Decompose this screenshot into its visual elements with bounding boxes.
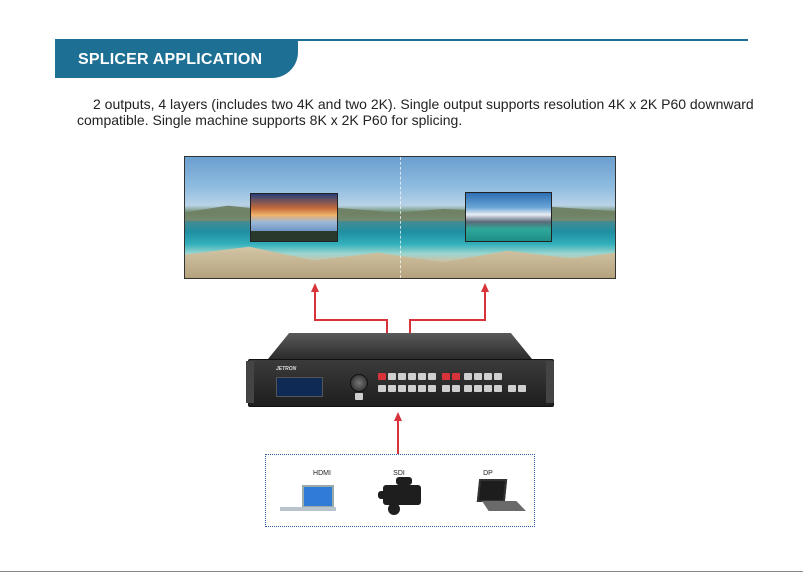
source-label-dp: DP [483,470,493,477]
device-button [378,373,386,380]
arrow-line [314,319,387,321]
section-title-tab: SPLICER APPLICATION [55,41,298,78]
device-button [428,385,436,392]
splice-divider [400,157,401,278]
splicer-device-image: JETRON [246,333,554,407]
section-description-block: 2 outputs, 4 layers (includes two 4K and… [77,96,757,128]
device-button [428,373,436,380]
device-brand-label: JETRON [276,366,297,372]
device-button [494,385,502,392]
arrow-up-icon [394,412,402,421]
arrow-line [409,319,411,334]
device-button [418,385,426,392]
rack-ear-right [546,361,554,403]
source-label-sdi: SDI [393,470,405,477]
device-button [452,373,460,380]
rack-ear-left [246,361,254,403]
device-top-cover [268,333,532,359]
device-button [355,393,363,400]
device-button [484,385,492,392]
device-button [464,373,472,380]
device-button [378,385,386,392]
device-button [388,373,396,380]
device-button [484,373,492,380]
device-button [442,385,450,392]
arrow-line [484,291,486,320]
device-button [464,385,472,392]
device-button [494,373,502,380]
device-button [508,385,516,392]
footer-rule [0,571,803,572]
source-label-hdmi: HDMI [313,470,331,477]
section-title: SPLICER APPLICATION [78,50,263,68]
device-button [474,373,482,380]
device-button [474,385,482,392]
device-button [418,373,426,380]
device-lcd-screen [276,377,323,397]
device-button [452,385,460,392]
arrow-line [386,319,388,334]
arrow-line [314,291,316,320]
spliced-display-image [184,156,616,279]
arrow-up-icon [481,283,489,292]
device-button [408,373,416,380]
layer-image-right [465,192,552,242]
device-knob [350,374,368,392]
input-sources-box: HDMI SDI DP [265,454,535,527]
device-button [398,373,406,380]
arrow-up-icon [311,283,319,292]
device-button [388,385,396,392]
device-button [408,385,416,392]
layer-image-left [250,193,338,242]
device-button [442,373,450,380]
device-button [398,385,406,392]
device-button [518,385,526,392]
header-rule [55,39,748,41]
arrow-line [397,420,399,454]
arrow-line [409,319,486,321]
section-description: 2 outputs, 4 layers (includes two 4K and… [77,96,754,128]
